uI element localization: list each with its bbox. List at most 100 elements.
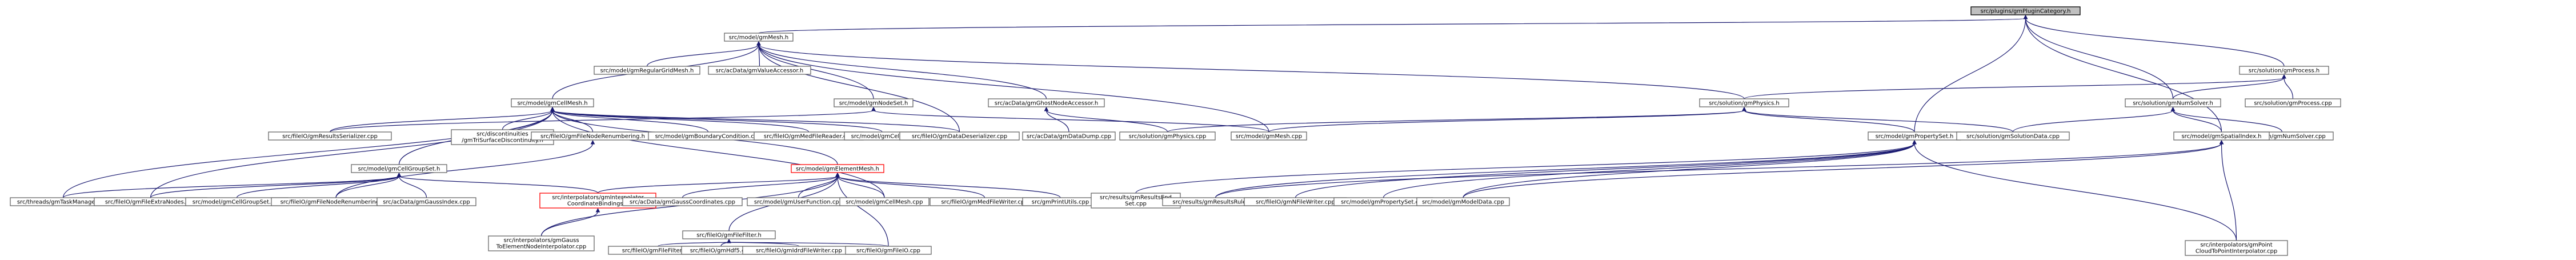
node-label: src/model/gmRegularGridMesh.h <box>600 68 694 74</box>
node-src-model-gmcellmesh-h[interactable]: src/model/gmCellMesh.h <box>511 98 594 107</box>
edge-arrowhead <box>2219 139 2224 145</box>
node-box <box>376 197 476 206</box>
node-label: src/solution/gmProcess.cpp <box>2254 101 2331 107</box>
node-src-fileio-gmfileio-cpp[interactable]: src/fileIO/gmFileIO.cpp <box>845 246 932 255</box>
node-box <box>834 98 914 107</box>
node-src-solution-gmnumsolver-h[interactable]: src/solution/gmNumSolver.h <box>2125 98 2221 107</box>
graph-nodes: src/plugins/gmPluginCategory.h src/model/… <box>10 6 2341 256</box>
node-src-model-gmspatialindex-h[interactable]: src/model/gmSpatialIndex.h <box>2173 131 2270 141</box>
edge-arrowhead <box>835 172 840 177</box>
node-src-model-gmboundarycondition-cpp[interactable]: src/model/gmBoundaryCondition.cpp <box>648 131 768 141</box>
node-src-fileio-gmfilefilter-h[interactable]: src/fileIO/gmFileFilter.h <box>682 230 776 239</box>
node-src-fileio-gmhdf5-cpp[interactable]: src/fileIO/gmHdf5.cpp <box>681 246 761 255</box>
node-src-model-gmelementmesh-h[interactable]: src/model/gmElementMesh.h <box>791 164 884 173</box>
dependency-edge <box>335 143 594 198</box>
node-src-acdata-gmgausscoordinates-cpp[interactable]: src/acData/gmGaussCoordinates.cpp <box>622 197 743 206</box>
node-src-model-gmpropertyset-h[interactable]: src/model/gmPropertySet.h <box>1868 131 1961 141</box>
dependency-edge <box>2172 110 2222 133</box>
dependency-edge <box>2025 18 2285 67</box>
edge-arrowhead <box>871 106 876 111</box>
node-label: src/acData/gmGaussCoordinates.cpp <box>630 199 735 206</box>
dependency-edge <box>837 175 889 247</box>
dependency-edge <box>62 110 553 198</box>
dependency-edge <box>798 175 838 198</box>
dependency-edge <box>1383 143 1915 198</box>
node-label: src/solution/gmProcess.h <box>2249 68 2319 74</box>
node-src-model-gmregulargridmesh-h[interactable]: src/model/gmRegularGridMesh.h <box>594 66 700 75</box>
node-label: src/fileIO/gmFileIO.cpp <box>856 248 920 254</box>
node-label: src/fileIO/gmFileNodeRenumbering.cpp <box>281 199 392 206</box>
node-label: src/model/gmCell.cpp <box>851 134 914 140</box>
node-src-fileio-gmfilenoderenumbering-h[interactable]: src/fileIO/gmFileNodeRenumbering.h <box>531 131 655 141</box>
dependency-edge <box>1045 110 1168 133</box>
node-box <box>682 230 776 239</box>
edge-arrowhead <box>396 172 402 177</box>
node-src-model-gmcellgroupset-h[interactable]: src/model/gmCellGroupSet.h <box>351 164 447 173</box>
dependency-edge <box>682 175 838 198</box>
dependency-edge <box>2012 110 2174 133</box>
dependency-edge <box>1215 143 1915 198</box>
node-src-fileio-gmmedfilereader-cpp[interactable]: src/fileIO/gmMedFileReader.cpp <box>754 131 864 141</box>
dependency-edge <box>758 18 2026 34</box>
node-label: src/discontinuities <box>476 131 528 138</box>
node-label: src/model/gmCellMesh.h <box>517 101 587 107</box>
dependency-edge <box>540 211 599 237</box>
node-src-model-gmmesh-cpp[interactable]: src/model/gmMesh.cpp <box>1231 131 1307 141</box>
dependency-edge <box>1914 18 2026 133</box>
node-src-model-gmmesh-h[interactable]: src/model/gmMesh.h <box>724 33 794 42</box>
node-box <box>2239 66 2329 75</box>
node-box <box>488 235 595 251</box>
dependency-edge <box>2221 143 2237 241</box>
edge-arrowhead <box>2282 74 2286 79</box>
node-label: src/acData/gmGaussIndex.cpp <box>383 199 470 206</box>
node-src-acdata-gmghostnodeaccessor-h[interactable]: src/acData/gmGhostNodeAccessor.h <box>988 98 1105 107</box>
node-label: src/model/gmPropertySet.cpp <box>1341 199 1426 206</box>
node-label: src/fileIO/gmMedFileWriter.cpp <box>941 199 1028 206</box>
node-label: src/results/gmResultsRule.cpp <box>1172 199 1258 206</box>
node-src-model-gmnodeset-h[interactable]: src/model/gmNodeSet.h <box>834 98 914 107</box>
node-src-gmprintutils-cpp[interactable]: src/gmPrintUtils.cpp <box>1022 197 1099 206</box>
node-src-model-gmcellmesh-cpp[interactable]: src/model/gmCellMesh.cpp <box>839 197 930 206</box>
node-src-fileio-gmdatadeserializer-cpp[interactable]: src/fileIO/gmDataDeserializer.cpp <box>899 131 1020 141</box>
edge-arrowhead <box>2170 106 2176 111</box>
node-src-solution-gmphysics-h[interactable]: src/solution/gmPhysics.h <box>1699 98 1789 107</box>
node-src-solution-gmprocess-cpp[interactable]: src/solution/gmProcess.cpp <box>2245 98 2341 107</box>
dependency-edge <box>150 175 400 198</box>
edge-arrowhead <box>590 139 595 145</box>
node-src-fileio-gmnfilewriter-cpp[interactable]: src/fileIO/gmNFileWriter.cpp <box>1244 197 1347 206</box>
node-label: src/threads/gmTaskManager.cpp <box>17 199 109 206</box>
node-src-interpolators-gmgauss-toelementnodeinterpolator-cpp[interactable]: src/interpolators/gmGaussToElementNodeIn… <box>488 235 595 251</box>
node-label: src/fileIO/gmHdf5.cpp <box>690 248 752 254</box>
node-label: src/fileIO/gmNFileWriter.cpp <box>1256 199 1335 206</box>
node-src-model-gmuserfunction-cpp[interactable]: src/model/gmUserFunction.cpp <box>747 197 850 206</box>
edge-arrowhead <box>550 106 555 111</box>
node-src-acdata-gmgaussindex-cpp[interactable]: src/acData/gmGaussIndex.cpp <box>376 197 476 206</box>
node-src-acdata-gmvalueaccessor-h[interactable]: src/acData/gmValueAccessor.h <box>708 66 811 75</box>
edge-arrowhead <box>1742 106 1746 111</box>
node-src-solution-gmsolutiondata-cpp[interactable]: src/solution/gmSolutionData.cpp <box>1956 131 2070 141</box>
dependency-edge <box>552 110 885 198</box>
node-src-model-gmcellgroupset-cpp[interactable]: src/model/gmCellGroupSet.cpp <box>185 197 289 206</box>
node-src-solution-gmprocess-h[interactable]: src/solution/gmProcess.h <box>2239 66 2329 75</box>
node-src-acdata-gmdatadump-cpp[interactable]: src/acData/gmDataDump.cpp <box>1022 131 1116 141</box>
node-src-fileio-gmidrdfilewriter-cpp[interactable]: src/fileIO/gmIdrdFileWriter.cpp <box>742 246 856 255</box>
dependency-edge <box>329 110 874 133</box>
node-src-plugins-gmplugincategory-h[interactable]: src/plugins/gmPluginCategory.h <box>1970 6 2081 15</box>
node-box <box>988 98 1105 107</box>
node-label: src/acData/gmDataDump.cpp <box>1027 134 1111 140</box>
node-label: src/fileIO/gmIdrdFileWriter.cpp <box>756 248 842 254</box>
node-box <box>511 98 594 107</box>
node-box <box>2185 240 2288 256</box>
dependency-edge <box>728 242 889 247</box>
node-src-solution-gmphysics-cpp[interactable]: src/solution/gmPhysics.cpp <box>1119 131 1216 141</box>
node-src-model-gmmodeldata-cpp[interactable]: src/model/gmModelData.cpp <box>1416 197 1510 206</box>
node-label: src/fileIO/gmResultsSerializer.cpp <box>282 134 378 140</box>
node-src-interpolators-gmpoint-cloudtopointinterpolator-cpp[interactable]: src/interpolators/gmPointCloudToPointInt… <box>2185 240 2288 256</box>
node-label: Set.cpp <box>1125 201 1147 207</box>
node-src-fileio-gmresultsserializer-cpp[interactable]: src/fileIO/gmResultsSerializer.cpp <box>268 131 392 141</box>
node-label: src/gmPrintUtils.cpp <box>1032 199 1089 206</box>
dependency-edge <box>837 175 885 198</box>
node-label: src/model/gmCellGroupSet.h <box>358 166 440 173</box>
node-label: src/fileIO/gmFileFilter.h <box>696 233 762 239</box>
node-box <box>2245 98 2341 107</box>
